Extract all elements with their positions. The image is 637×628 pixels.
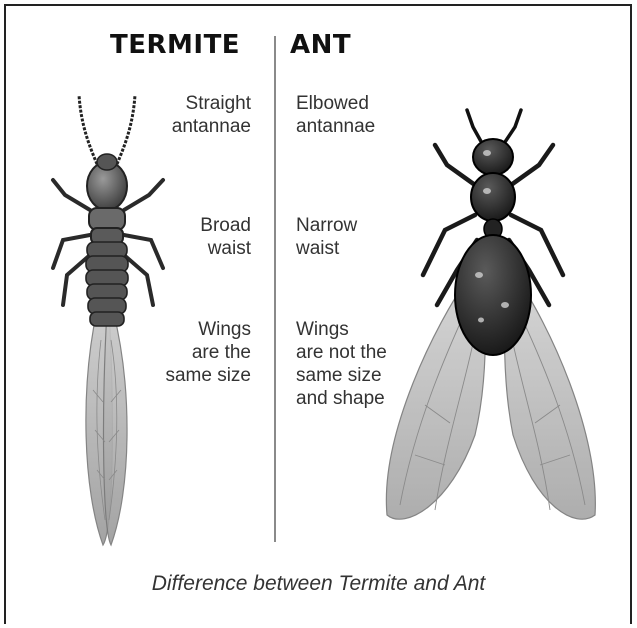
termite-antennae-label: Straight antannae: [172, 92, 251, 138]
ant-illustration: [375, 105, 615, 545]
termite-waist-label: Broad waist: [200, 214, 251, 260]
ant-heading: ANT: [290, 30, 351, 60]
ant-wings-label: Wings are not the same size and shape: [296, 318, 387, 410]
termite-heading: TERMITE: [110, 30, 240, 60]
ant-waist-label: Narrow waist: [296, 214, 357, 260]
center-divider: [274, 36, 276, 542]
figure-caption: Difference between Termite and Ant: [0, 572, 637, 596]
termite-illustration: [35, 90, 185, 550]
ant-antennae-label: Elbowed antannae: [296, 92, 375, 138]
termite-wings-label: Wings are the same size: [165, 318, 251, 387]
